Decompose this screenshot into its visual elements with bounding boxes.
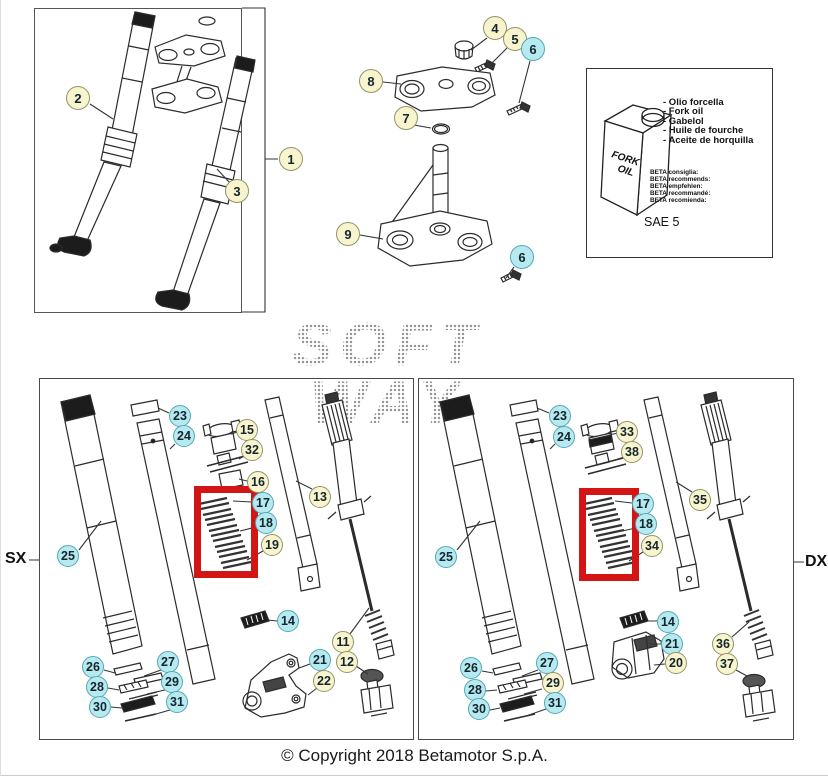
assembly-panel	[34, 8, 242, 313]
callout-dx-24[interactable]: 24	[553, 426, 575, 448]
callout-3[interactable]: 3	[225, 179, 249, 203]
callout-dx-26[interactable]: 26	[460, 657, 482, 679]
callout-sx-31[interactable]: 31	[166, 691, 188, 713]
oil-name: - Olio forcella	[663, 97, 724, 108]
oil-rec: BETA empfehlen:	[650, 183, 703, 190]
fork-oil-info-box: FORK OIL - Olio forcella - Fork oil - Ga…	[586, 68, 773, 258]
callout-4[interactable]: 4	[483, 16, 507, 40]
callout-sx-12[interactable]: 12	[336, 651, 358, 673]
callout-sx-11[interactable]: 11	[332, 631, 354, 653]
callout-dx-36[interactable]: 36	[712, 633, 734, 655]
callout-sx-22[interactable]: 22	[313, 670, 335, 692]
callout-dx-38[interactable]: 38	[621, 441, 643, 463]
callout-dx-33[interactable]: 33	[616, 421, 638, 443]
oil-recommendations: BETA consiglia: BETA recommends: BETA em…	[650, 169, 710, 204]
callout-sx-32[interactable]: 32	[241, 439, 263, 461]
callout-sx-17[interactable]: 17	[252, 492, 274, 514]
callout-sx-25[interactable]: 25	[57, 545, 79, 567]
callout-dx-30[interactable]: 30	[468, 698, 490, 720]
side-label-dx: DX	[805, 553, 828, 570]
callout-dx-17[interactable]: 17	[632, 493, 654, 515]
callout-9[interactable]: 9	[336, 222, 360, 246]
callout-sx-15[interactable]: 15	[236, 419, 258, 441]
side-label-sx: SX	[5, 550, 27, 567]
bottle-label-line2: OIL	[616, 163, 635, 179]
callout-sx-14[interactable]: 14	[277, 610, 299, 632]
oil-rec: BETA recomienda:	[650, 197, 707, 204]
callout-dx-29[interactable]: 29	[542, 672, 564, 694]
callout-1[interactable]: 1	[279, 147, 303, 171]
callout-dx-28[interactable]: 28	[464, 679, 486, 701]
callout-8[interactable]: 8	[359, 69, 383, 93]
callout-sx-24[interactable]: 24	[173, 425, 195, 447]
dx-panel	[418, 378, 794, 740]
oil-name: - Aceite de horquilla	[663, 134, 754, 146]
callout-dx-23[interactable]: 23	[549, 405, 571, 427]
callout-sx-30[interactable]: 30	[89, 696, 111, 718]
oil-rec: BETA recommends:	[650, 176, 711, 183]
callout-dx-34[interactable]: 34	[641, 535, 663, 557]
sx-parts-art	[60, 391, 395, 722]
oil-rec: BETA recommandé:	[650, 190, 711, 197]
oil-name: - Gabelol	[663, 115, 704, 127]
steering-clamps-art	[377, 40, 531, 283]
callout-sx-27[interactable]: 27	[157, 651, 179, 673]
highlight-box-dx-spring	[579, 488, 639, 581]
oil-names-list: - Olio forcella - Fork oil - Gabelol - H…	[663, 97, 754, 146]
fork-assembly-art	[49, 11, 256, 311]
oil-rec: BETA consiglia:	[650, 169, 699, 176]
highlight-box-sx-spring	[194, 486, 258, 578]
oil-grade: SAE 5	[644, 215, 680, 229]
sx-panel	[39, 378, 414, 740]
callout-sx-21[interactable]: 21	[309, 649, 331, 671]
callout-dx-35[interactable]: 35	[689, 489, 711, 511]
callout-2[interactable]: 2	[66, 86, 90, 110]
oil-name: - Fork oil	[663, 106, 704, 118]
callout-dx-37[interactable]: 37	[716, 653, 738, 675]
callout-6b[interactable]: 6	[510, 245, 534, 269]
callout-dx-31[interactable]: 31	[544, 692, 566, 714]
callout-sx-16[interactable]: 16	[247, 471, 269, 493]
callout-sx-18[interactable]: 18	[255, 512, 277, 534]
callout-dx-20[interactable]: 20	[665, 652, 687, 674]
callout-sx-26[interactable]: 26	[82, 656, 104, 678]
callout-sx-29[interactable]: 29	[161, 671, 183, 693]
callout-dx-27[interactable]: 27	[536, 652, 558, 674]
callout-dx-14[interactable]: 14	[657, 611, 679, 633]
oil-name: - Huile de fourche	[663, 125, 744, 137]
callout-dx-21[interactable]: 21	[661, 633, 683, 655]
callout-sx-23[interactable]: 23	[169, 405, 191, 427]
callout-6[interactable]: 6	[521, 37, 545, 61]
callout-sx-13[interactable]: 13	[309, 486, 331, 508]
callout-sx-28[interactable]: 28	[86, 676, 108, 698]
oil-bottle-art: FORK OIL	[600, 104, 673, 217]
callout-7[interactable]: 7	[394, 106, 418, 130]
callout-dx-18[interactable]: 18	[635, 513, 657, 535]
callout-dx-25[interactable]: 25	[435, 546, 457, 568]
copyright-text: © Copyright 2018 Betamotor S.p.A.	[281, 746, 548, 765]
callout-sx-19[interactable]: 19	[261, 534, 283, 556]
